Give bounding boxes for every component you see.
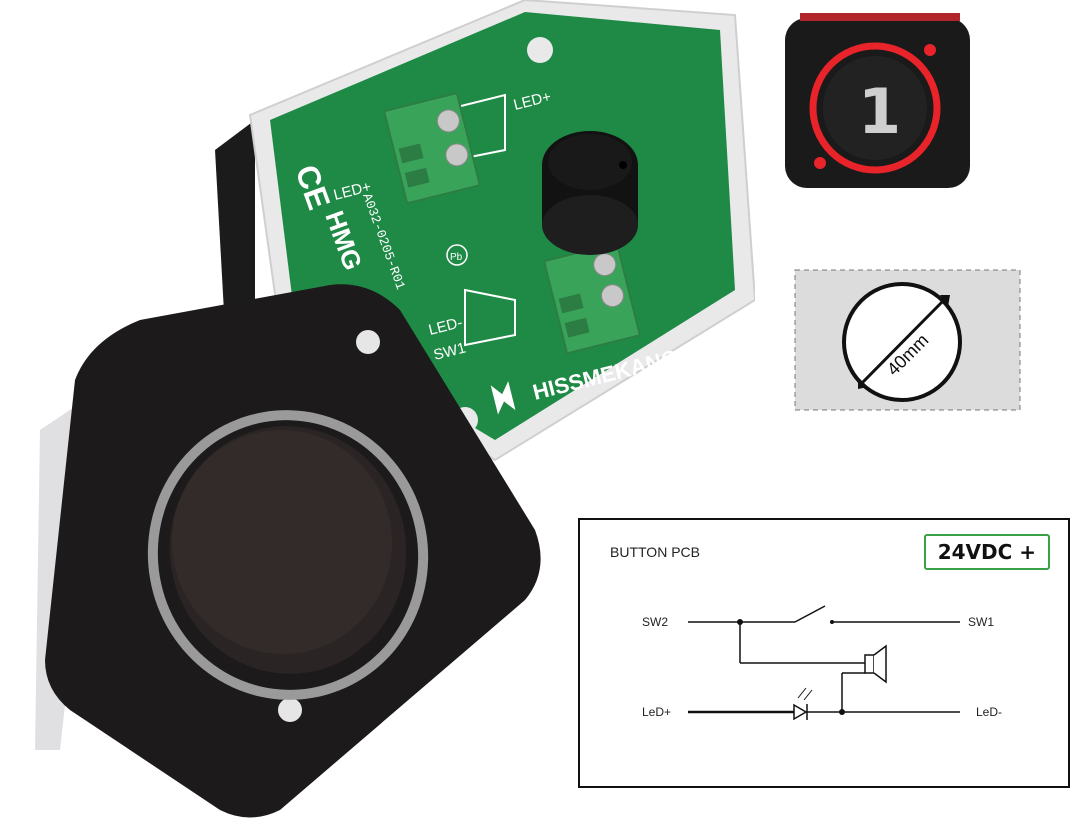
terminal-sw1: SW1 xyxy=(968,615,994,629)
push-button-image xyxy=(20,280,580,825)
terminal-led-minus: LeD- xyxy=(976,705,1002,719)
button-number: 1 xyxy=(858,75,901,148)
illuminated-button-image: 1 xyxy=(780,8,980,193)
voltage-badge: 24VDC + xyxy=(923,534,1050,570)
pcb-board-image: LED+ LED+ LED- SW1 A032-0205-R01 HMG CE … xyxy=(195,0,755,500)
terminal-led-plus: LeD+ xyxy=(642,705,671,719)
schematic-title: BUTTON PCB xyxy=(610,544,700,560)
buzzer-icon xyxy=(864,644,887,684)
hissmekano-logo-icon xyxy=(490,381,516,415)
terminal-sw2: SW2 xyxy=(642,615,668,629)
dimension-diagram: 40mm xyxy=(790,265,1030,420)
pb-mark-icon xyxy=(446,244,468,266)
pb-mark-label: Pb xyxy=(450,252,463,263)
wiring-schematic: BUTTON PCB 24VDC + SW2 SW1 LeD+ LeD xyxy=(578,518,1070,788)
led-diode-icon xyxy=(793,687,813,721)
